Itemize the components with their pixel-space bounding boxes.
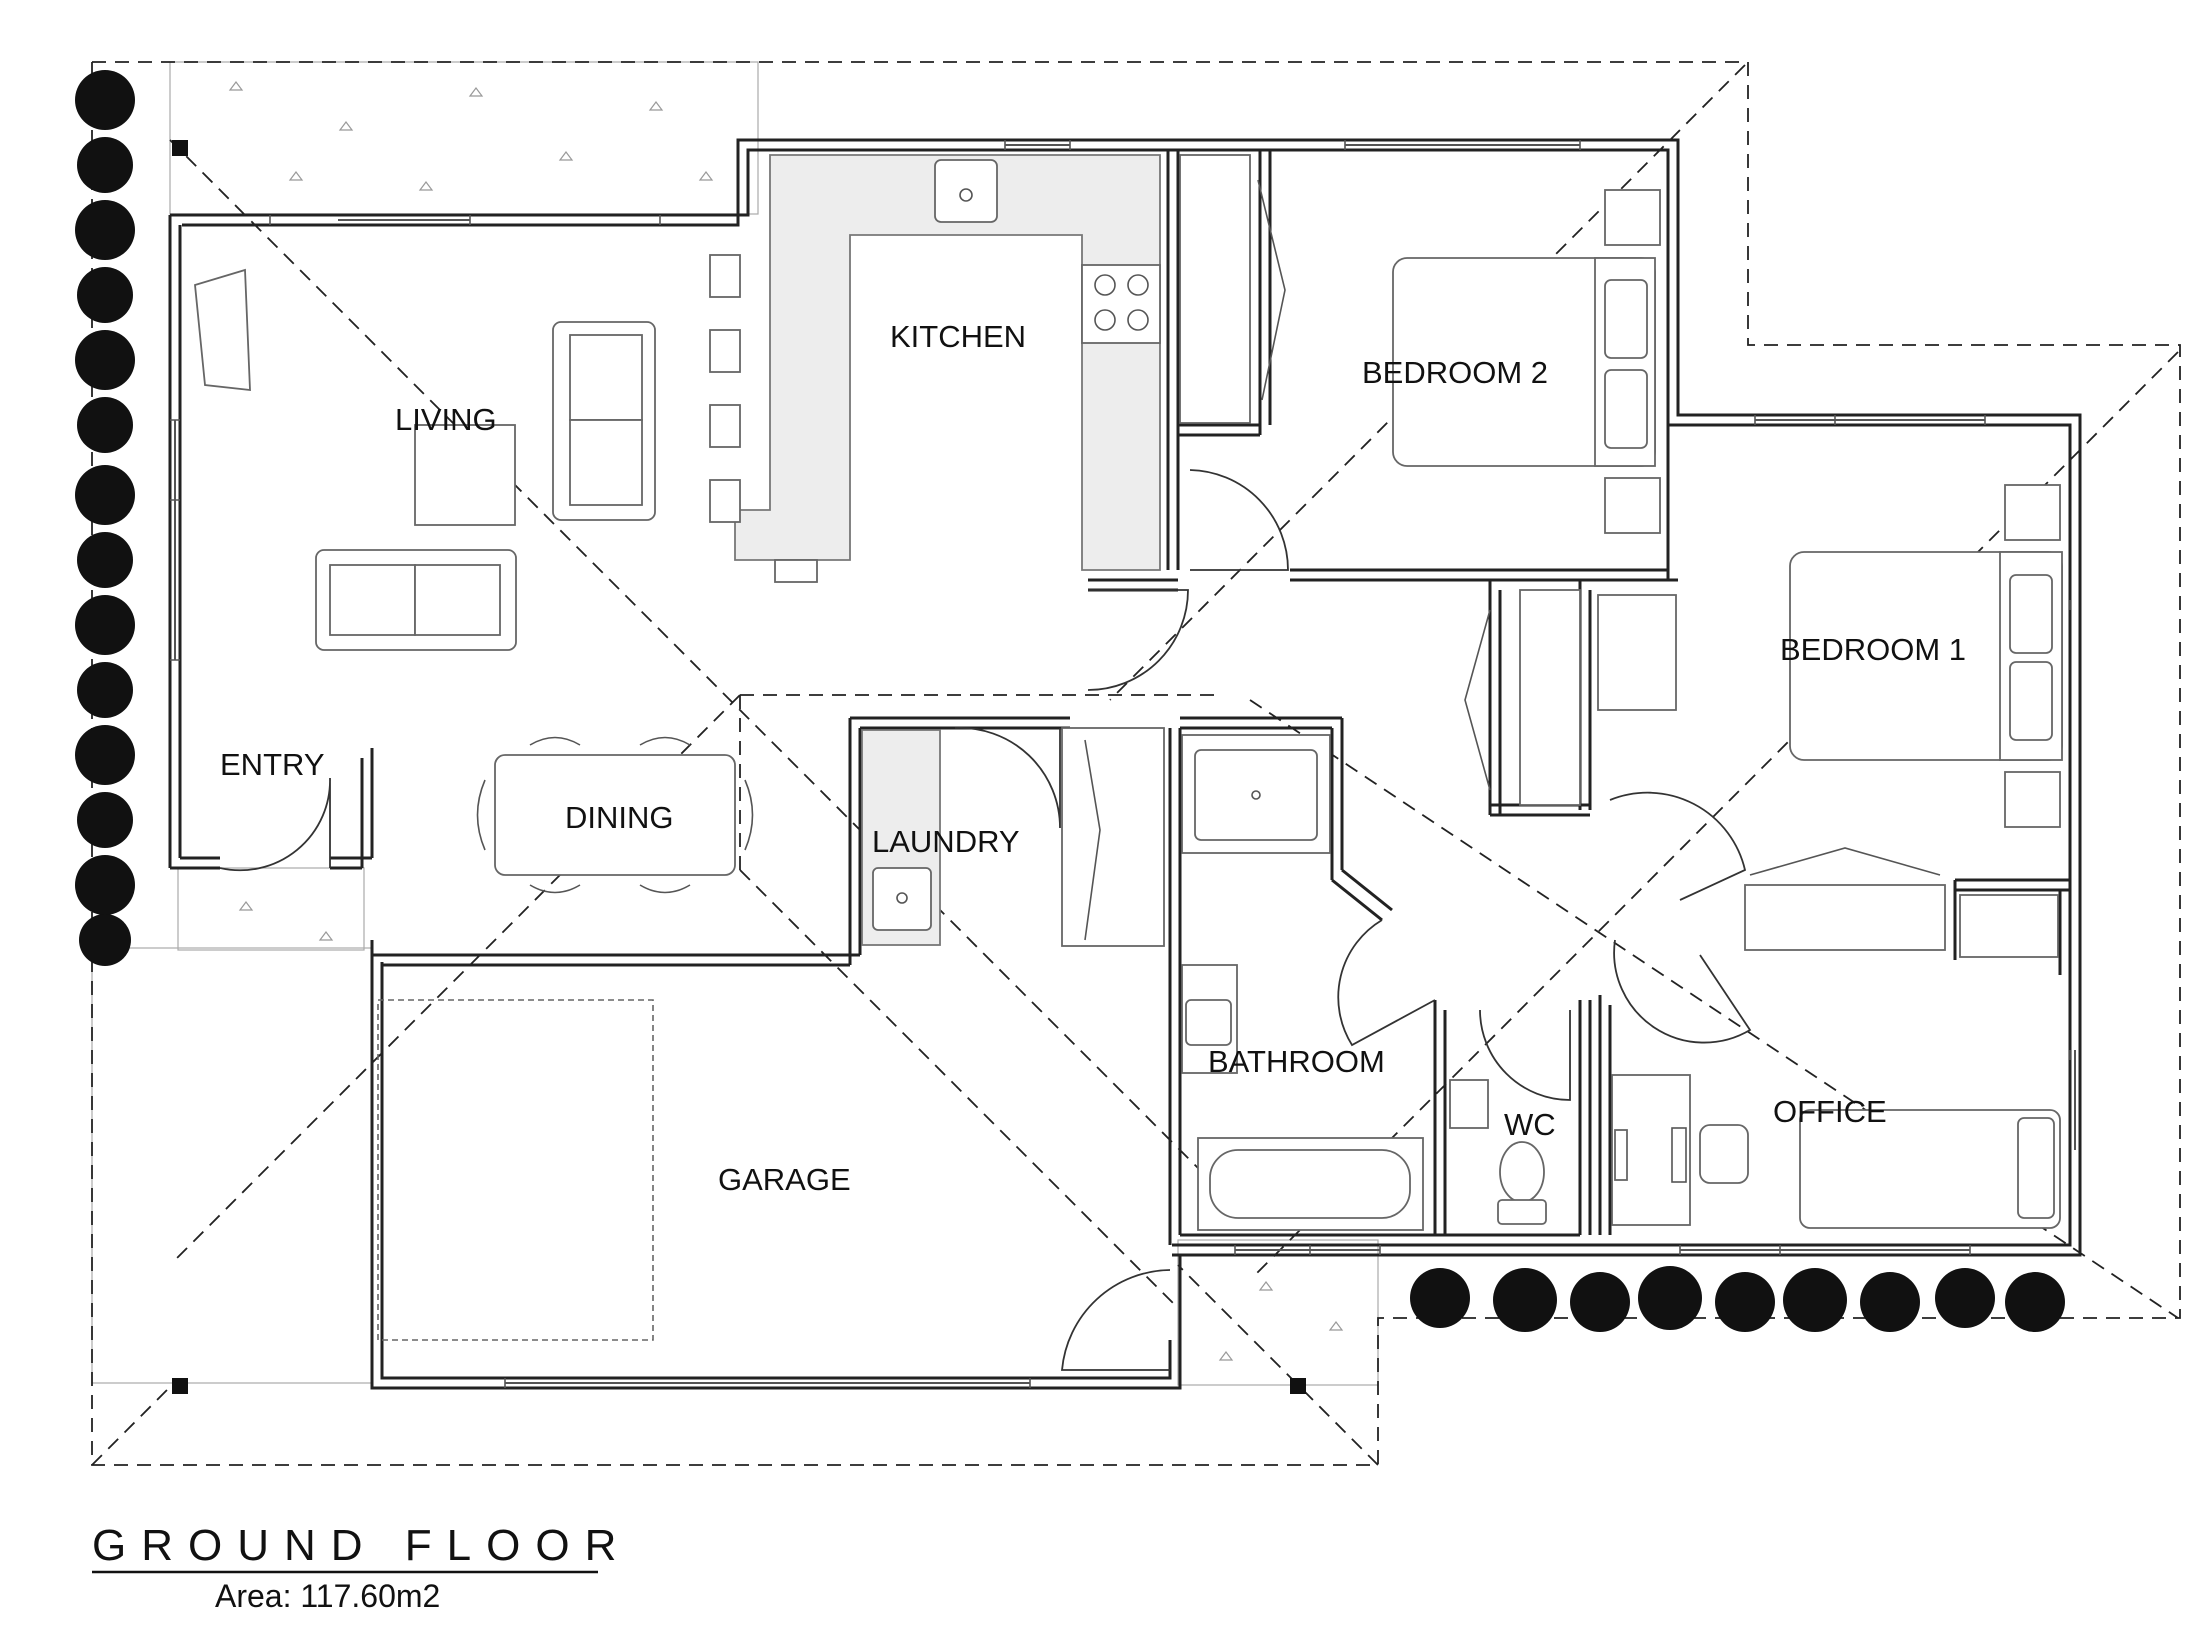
room-label-entry: ENTRY [220,747,325,782]
plan-title-block: GROUND FLOOR Area: 117.60m2 [92,1521,631,1614]
sofa-icon [552,321,656,521]
doors [219,469,1752,1371]
room-label-kitchen: KITCHEN [890,319,1026,354]
sofa-icon [315,549,517,651]
shrub-icon [1410,1266,2065,1332]
desk-chair-icon [1671,1124,1749,1184]
wardrobe-icon [1464,589,1581,806]
dining-table [494,754,736,876]
room-labels: LIVING KITCHEN BEDROOM 2 BEDROOM 1 ENTRY… [220,319,1966,1197]
shrub-icon [75,70,135,966]
room-label-garage: GARAGE [718,1162,851,1197]
front-patio [169,61,759,215]
posts [172,140,1306,1394]
bed-icon [1392,257,1656,467]
bathroom-fittings [1181,734,1547,1231]
room-label-bathroom: BATHROOM [1208,1044,1385,1079]
dining-chair-icon [476,736,754,894]
room-label-office: OFFICE [1773,1094,1887,1129]
wardrobe-icon [1179,154,1286,424]
sink-icon [934,159,998,223]
roof-outline [91,61,2181,1466]
parking-bay [377,999,654,1341]
laundry-fittings [861,727,1165,947]
plan-title: GROUND FLOOR [92,1521,631,1570]
room-label-dining: DINING [565,800,674,835]
toilet-icon [1497,1141,1547,1225]
walls [168,138,2082,1390]
sink-icon [872,867,932,931]
plan-area: Area: 117.60m2 [215,1578,440,1614]
wardrobe-icon [1061,727,1165,947]
room-label-wc: WC [1504,1107,1556,1142]
bed-icon [1799,1109,2061,1229]
armchair-icon [194,268,251,392]
bed-icon [1789,551,2063,761]
dining-furniture [476,736,754,894]
sink-icon [1185,999,1232,1046]
windows [170,140,2076,1388]
kitchen-fittings [709,154,1161,583]
wardrobe-icon [1744,847,1946,951]
room-label-laundry: LAUNDRY [872,824,1020,859]
bedroom1-furniture [1464,484,2063,958]
office-furniture [1611,1074,2061,1229]
sink-icon [1449,1079,1489,1129]
stove-icon [1081,264,1161,344]
room-label-bedroom-1: BEDROOM 1 [1780,632,1966,667]
coffee-table [414,424,516,526]
bathtub-icon [1197,1137,1424,1231]
shower-icon [1181,734,1331,854]
room-label-living: LIVING [395,402,497,437]
entry-porch [177,867,365,951]
desk [1597,594,1677,711]
room-label-bedroom-2: BEDROOM 2 [1362,355,1548,390]
bedroom2-furniture [1179,154,1661,534]
living-furniture [194,268,656,651]
shrubs [75,70,2065,1332]
